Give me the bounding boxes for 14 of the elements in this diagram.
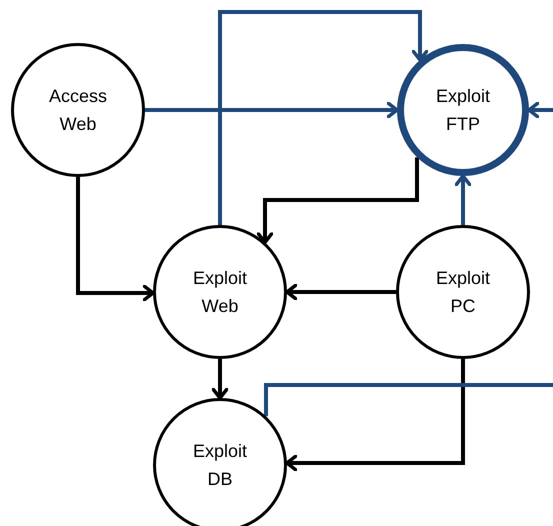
arrow — [256, 157, 419, 244]
arrow — [218, 10, 429, 225]
node-label: Exploit FTP — [434, 85, 492, 136]
node-label: Access Web — [48, 85, 108, 136]
arrow — [527, 101, 553, 119]
node-label: Exploit DB — [192, 440, 248, 491]
arrow — [285, 283, 396, 301]
arrow — [285, 359, 465, 472]
node-label: Exploit Web — [192, 267, 248, 318]
arrow — [145, 101, 399, 119]
arrow — [454, 174, 472, 225]
arrow — [211, 359, 229, 400]
node-label: Exploit PC — [434, 267, 492, 318]
arrow — [76, 177, 155, 302]
